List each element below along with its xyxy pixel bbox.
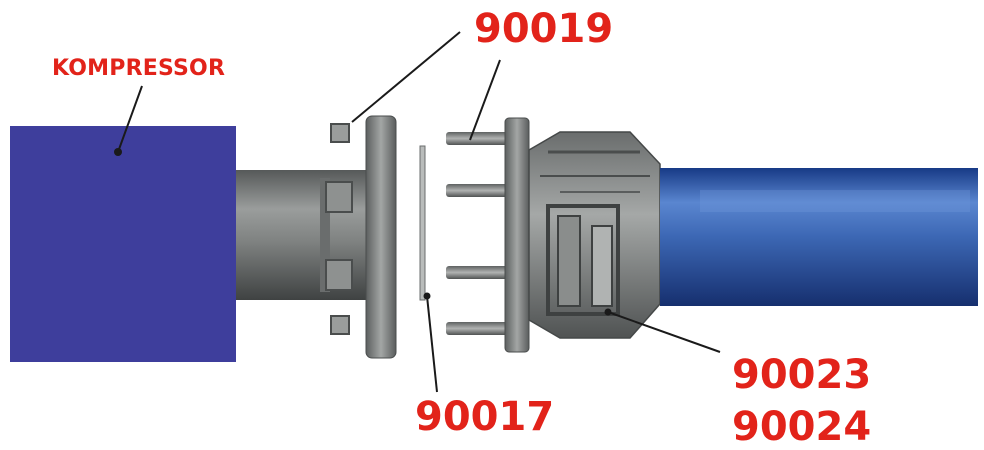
pipe-ridge — [320, 178, 330, 292]
hose — [660, 168, 978, 306]
left-flange — [365, 115, 397, 359]
bolt-3 — [446, 266, 516, 279]
gasket — [419, 145, 426, 301]
leader-lines — [117, 31, 721, 393]
leader-90017 — [426, 295, 438, 393]
coupling-clamp-plate-2 — [591, 225, 613, 307]
pipe-nut-lower — [325, 259, 353, 291]
bolt-1 — [446, 132, 516, 145]
leader-90019-b — [469, 59, 501, 141]
coupling-clamp-frame — [546, 204, 620, 316]
bolt-2 — [446, 184, 516, 197]
pipe-nut-upper — [325, 181, 353, 213]
coupling-clamp-plate — [557, 215, 581, 307]
kompressor-label: KOMPRESSOR — [52, 56, 226, 81]
part-90017-label: 90017 — [415, 394, 555, 440]
leader-90019-a — [351, 31, 461, 123]
part-90019-label: 90019 — [474, 6, 614, 52]
leader-90023 — [607, 311, 721, 353]
leader-dot-90023 — [604, 308, 612, 316]
hose-highlight — [700, 190, 970, 212]
coupling-flange — [504, 117, 530, 353]
part-90024-label: 90024 — [732, 404, 872, 450]
part-90023-label: 90023 — [732, 352, 872, 398]
compressor-block — [10, 126, 236, 362]
bolt-4 — [446, 322, 516, 335]
nut-top — [330, 123, 350, 143]
leader-dot-kompressor — [114, 148, 122, 156]
leader-kompressor — [117, 85, 143, 153]
nut-bottom — [330, 315, 350, 335]
leader-dot-90017 — [423, 292, 431, 300]
